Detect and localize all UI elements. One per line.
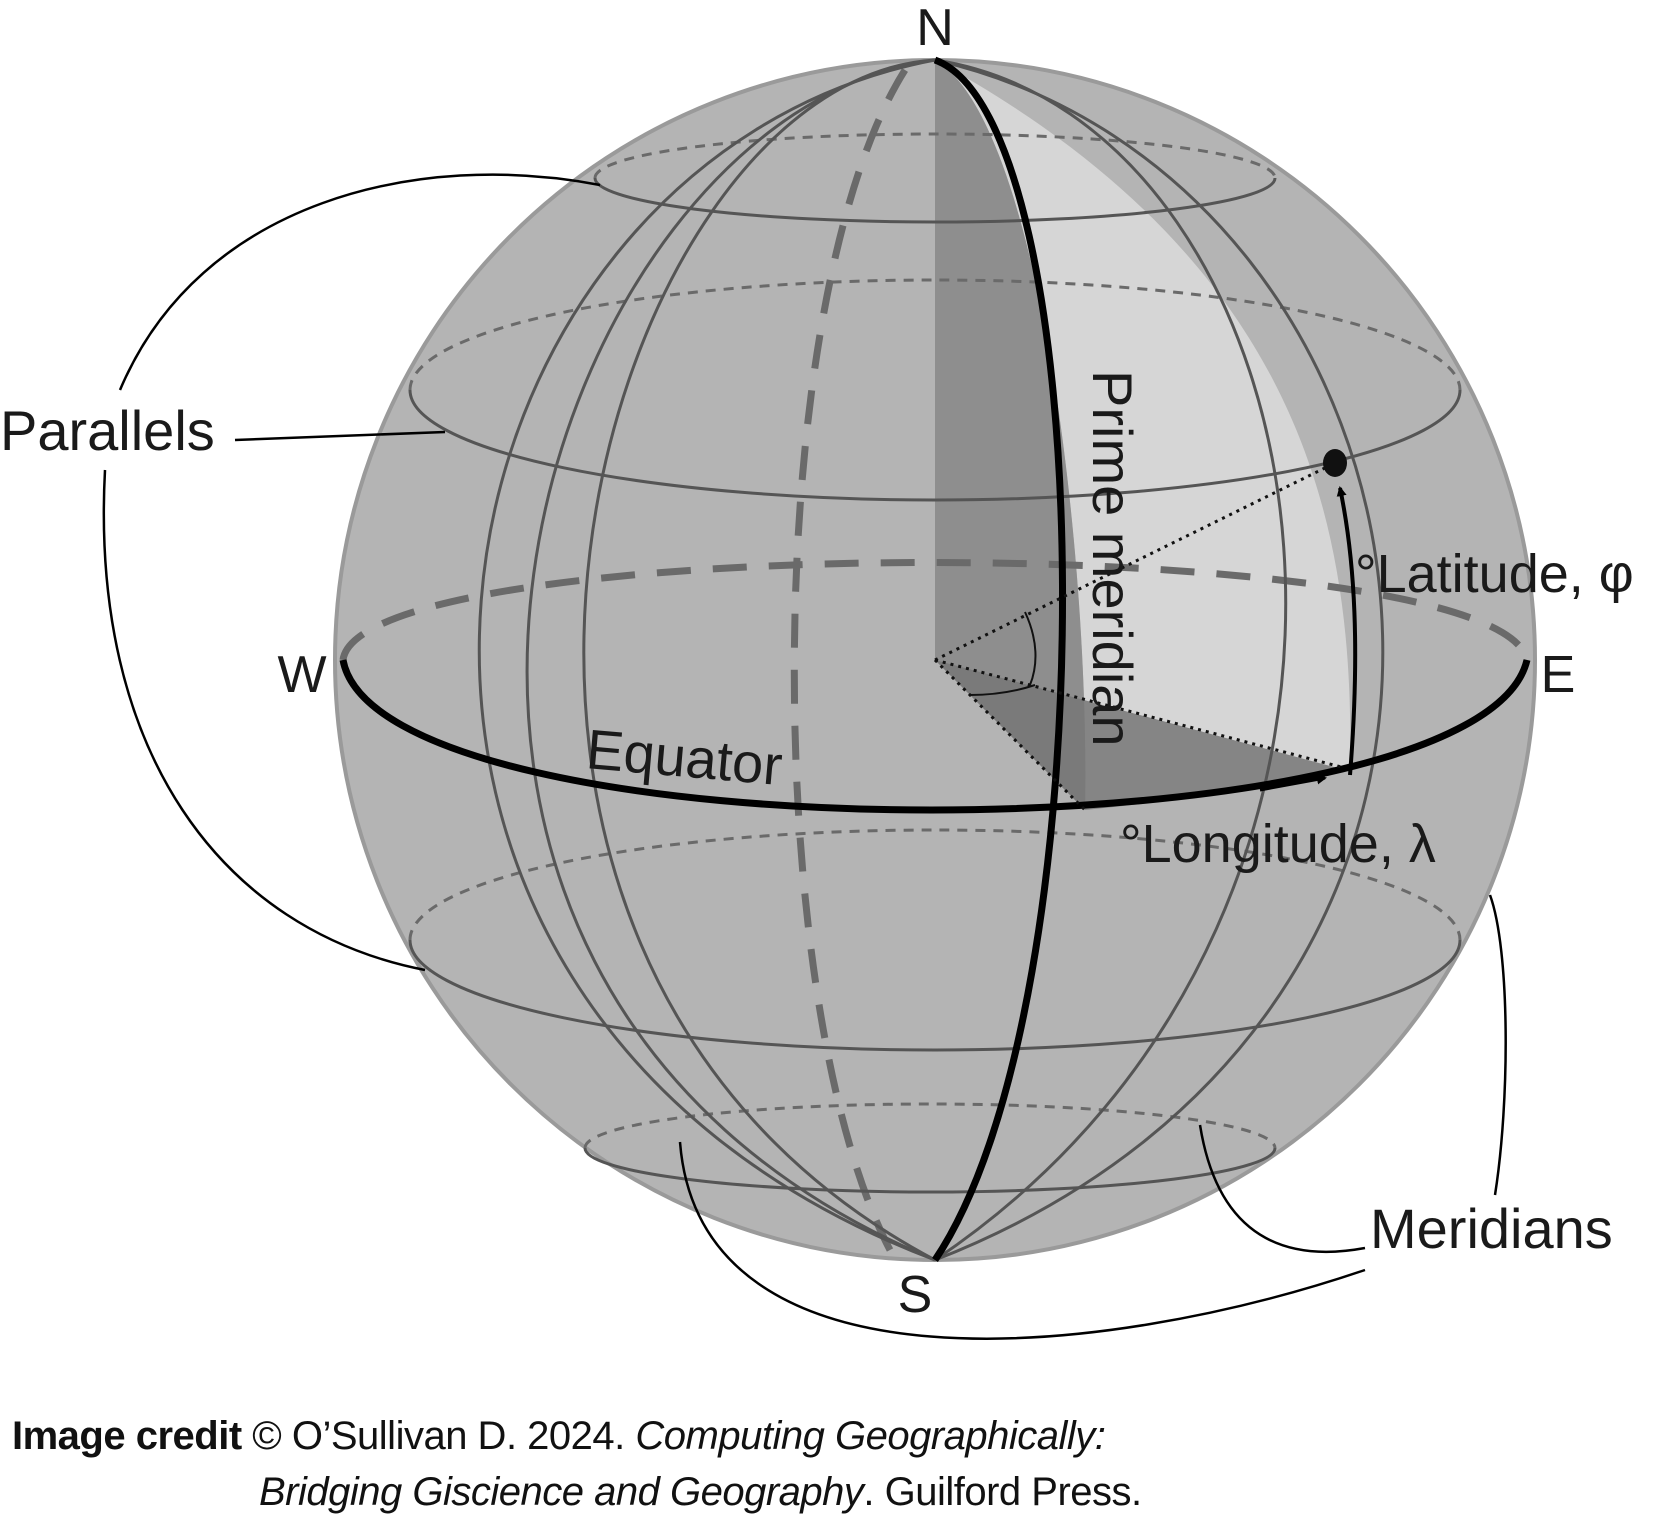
prime-meridian-label: Prime meridian (1081, 370, 1144, 747)
longitude-label: °Longitude, λ (1120, 814, 1436, 874)
radius-to-equator-point (934, 658, 1346, 770)
light-quadrant (935, 60, 1351, 810)
south-label: S (898, 1266, 933, 1324)
equator-line (339, 659, 1531, 814)
longitude-angle-arc (969, 684, 1036, 696)
location-point (1323, 449, 1347, 477)
meridians-label: Meridians (1370, 1197, 1613, 1260)
parallel-north-back (593, 132, 1277, 179)
east-label: E (1541, 646, 1576, 704)
equator-back (339, 559, 1531, 662)
parallel-mid-south (408, 939, 1462, 1052)
prime-meridian-line (932, 56, 1066, 1262)
credit-text-2: . Guilford Press. (863, 1470, 1142, 1514)
credit-title-1: Computing Geographically: (635, 1414, 1106, 1458)
meridian-west-outer (525, 58, 936, 1262)
radius-to-point (934, 461, 1336, 662)
dark-meridian-plane (935, 60, 1086, 810)
meridian-far-west (477, 58, 936, 1262)
credit-title-2: Bridging Giscience and Geography (259, 1470, 864, 1514)
parallels-leader-top (118, 173, 601, 391)
parallels-leader-bottom (102, 469, 426, 972)
credit-label: Image credit (12, 1414, 242, 1458)
credit-line-2: Bridging Giscience and Geography. Guilfo… (12, 1464, 1212, 1520)
parallel-south (583, 1147, 1277, 1194)
parallel-mid-north (408, 389, 1462, 502)
longitude-wedge (935, 660, 1345, 810)
meridians-leader-bottom (678, 1141, 1366, 1340)
latitude-angle-arc (1024, 611, 1037, 686)
meridians-leader-top (1488, 894, 1507, 1196)
latitude-label: °Latitude, φ (1355, 544, 1634, 604)
meridian-far-east (934, 58, 1385, 1262)
meridian-west (582, 58, 936, 1262)
latitude-arrow (1336, 486, 1358, 776)
meridian-east (934, 58, 1288, 1262)
equator-arrow (1259, 774, 1327, 792)
meridian-back (790, 68, 908, 1252)
radius-to-prime-meridian (933, 658, 1087, 812)
parallels-label: Parallels (0, 399, 215, 462)
west-label: W (277, 646, 326, 704)
parallel-north (593, 177, 1277, 224)
meridians-leader-mid (1198, 1124, 1366, 1254)
north-label: N (916, 0, 954, 57)
image-credit: Image credit © O’Sullivan D. 2024. Compu… (12, 1408, 1212, 1520)
parallels-leader-mid (234, 430, 446, 442)
credit-text-1: © O’Sullivan D. 2024. (252, 1414, 625, 1458)
